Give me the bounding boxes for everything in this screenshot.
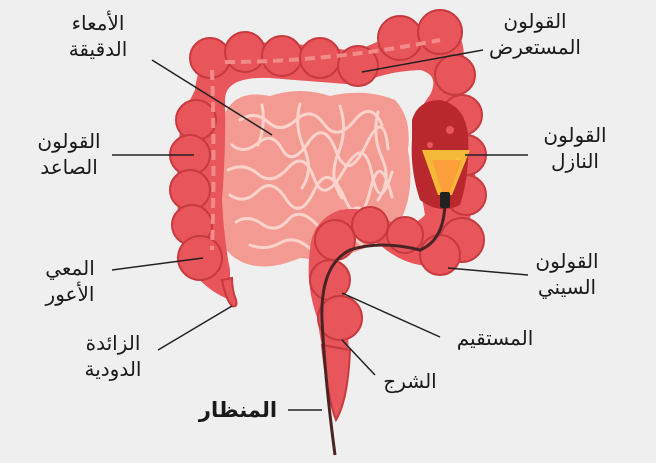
label-cecum: المعي الأعور [30,255,110,307]
label-sigmoid-colon-line1: القولون [522,248,612,274]
label-transverse-colon-line1: القولون [470,8,600,34]
label-ascending-colon-line1: القولون [24,128,114,154]
label-descending-colon: القولون النازل [530,122,620,174]
label-rectum: المستقيم [440,325,550,351]
label-ascending-colon: القولون الصاعد [24,128,114,180]
label-small-intestine: الأمعاء الدقيقة [43,10,153,62]
label-sigmoid-colon: القولون السيني [522,248,612,300]
label-cecum-line1: المعي [30,255,110,281]
label-descending-colon-line2: النازل [530,148,620,174]
label-appendix: الزائدة الدودية [68,330,158,382]
label-rectum-line1: المستقيم [440,325,550,351]
label-appendix-line2: الدودية [68,356,158,382]
label-transverse-colon-line2: المستعرض [470,34,600,60]
label-endoscope-line1: المنظار [188,397,288,423]
label-ascending-colon-line2: الصاعد [24,154,114,180]
label-small-intestine-line2: الدقيقة [43,36,153,62]
label-appendix-line1: الزائدة [68,330,158,356]
label-anus-line1: الشرج [370,368,450,394]
label-transverse-colon: القولون المستعرض [470,8,600,60]
label-anus: الشرج [370,368,450,394]
label-small-intestine-line1: الأمعاء [43,10,153,36]
label-cecum-line2: الأعور [30,281,110,307]
label-endoscope: المنظار [188,397,288,423]
label-descending-colon-line1: القولون [530,122,620,148]
label-sigmoid-colon-line2: السيني [522,274,612,300]
